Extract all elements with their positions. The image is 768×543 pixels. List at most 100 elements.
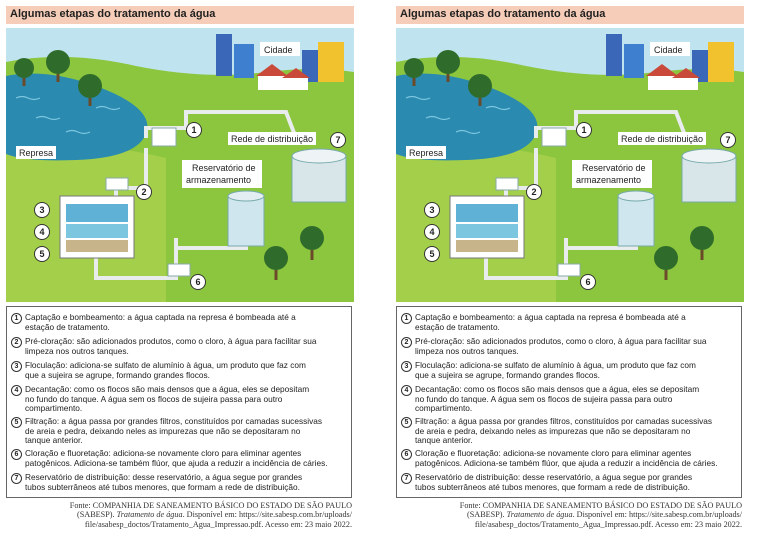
house-roof	[672, 68, 700, 78]
step-marker-6: 6	[190, 274, 206, 290]
svg-text:3: 3	[39, 205, 44, 215]
lake-represa	[396, 73, 538, 161]
chlorination-unit	[105, 177, 129, 191]
step-description: Pré-cloração: são adicionados produtos, …	[25, 336, 347, 356]
house	[674, 78, 698, 90]
building	[318, 42, 344, 82]
step-line: Reservatório de distribuição: desse rese…	[25, 472, 303, 482]
source-line-1: Fonte: COMPANHIA DE SANEAMENTO BÁSICO DO…	[69, 501, 352, 510]
svg-text:1: 1	[581, 125, 586, 135]
source-line-2-prefix: (SABESP).	[467, 510, 507, 520]
step-line: Floculação: adiciona-se sulfato de alumí…	[25, 360, 306, 370]
panel-right: Algumas etapas do tratamento da água Cid…	[396, 0, 756, 543]
svg-text:4: 4	[39, 227, 44, 237]
house	[258, 76, 286, 90]
step-line: Captação e bombeamento: a água captada n…	[25, 312, 296, 322]
step-line: no fundo do tanque. A água sem os flocos…	[415, 393, 673, 404]
reservatorio-label-box	[182, 160, 262, 188]
step-number-badge: 3	[11, 361, 22, 372]
source-line-3: file/asabesp_doctos/Tratamento_Agua_Impr…	[474, 519, 742, 529]
step-marker-1: 1	[576, 122, 592, 138]
step-line: patogênicos. Adiciona-se também flúor, q…	[25, 457, 328, 468]
fluoretacao-unit	[557, 263, 581, 277]
cidade-label-box	[650, 42, 690, 56]
rede-label: Rede de distribuição	[231, 134, 313, 144]
tank-floculacao	[66, 204, 128, 222]
step-line: patogênicos. Adiciona-se também flúor, q…	[415, 457, 718, 468]
step-number-badge: 3	[401, 361, 412, 372]
step-description: Filtração: a água passa por grandes filt…	[415, 416, 737, 446]
reservatorio-label-line2: armazenamento	[576, 175, 641, 185]
building	[692, 50, 708, 82]
step-marker-5: 5	[424, 246, 440, 262]
svg-text:2: 2	[141, 187, 146, 197]
step-marker-7: 7	[720, 132, 736, 148]
reservoir-armazenamento	[617, 195, 655, 247]
step-line: que a sujeira se agrupe, formando grande…	[415, 369, 600, 380]
svg-text:1: 1	[191, 125, 196, 135]
step-description: Decantação: como os flocos são mais dens…	[415, 384, 737, 414]
pipes	[484, 110, 688, 280]
step-description: Captação e bombeamento: a água captada n…	[415, 312, 737, 332]
step-marker-5: 5	[34, 246, 50, 262]
house-roof	[646, 64, 678, 76]
step-marker-3: 3	[424, 202, 440, 218]
house	[648, 76, 676, 90]
reservatorio-label-box	[572, 160, 652, 188]
source-line-2-suffix: . Disponível em: https://site.sabesp.com…	[182, 510, 352, 520]
fluoretacao-unit	[167, 263, 191, 277]
cidade-label-box	[260, 42, 300, 56]
house-roof	[282, 68, 310, 78]
source-line-2-suffix: . Disponível em: https://site.sabesp.com…	[572, 510, 742, 520]
step-line: Pré-cloração: são adicionados produtos, …	[415, 336, 707, 346]
step-description: Floculação: adiciona-se sulfato de alumí…	[415, 360, 737, 380]
reservoir-distribuicao	[681, 155, 737, 203]
step-description: Pré-cloração: são adicionados produtos, …	[415, 336, 737, 356]
step-line: estação de tratamento.	[25, 321, 110, 332]
step-marker-4: 4	[424, 224, 440, 240]
source-line-2-prefix: (SABESP).	[77, 510, 117, 520]
step-description: Decantação: como os flocos são mais dens…	[25, 384, 347, 414]
rede-label: Rede de distribuição	[621, 134, 703, 144]
step-description: Floculação: adiciona-se sulfato de alumí…	[25, 360, 347, 380]
cidade-label: Cidade	[264, 45, 293, 55]
represa-label: Represa	[409, 148, 443, 158]
svg-text:6: 6	[585, 277, 590, 287]
step-line: Filtração: a água passa por grandes filt…	[25, 416, 322, 426]
tree-trunks	[412, 74, 704, 280]
step-description: Cloração e fluoretação: adiciona-se nova…	[415, 448, 737, 468]
building	[234, 44, 254, 78]
svg-text:4: 4	[429, 227, 434, 237]
step-number-badge: 5	[401, 417, 412, 428]
source-line-2-italic: Tratamento de água	[506, 510, 573, 520]
figure-title: Algumas etapas do tratamento da água	[400, 8, 606, 20]
svg-text:6: 6	[195, 277, 200, 287]
step-description: Reservatório de distribuição: desse rese…	[415, 472, 737, 492]
reservatorio-label-line1: Reservatório de	[582, 163, 646, 173]
title-bar: Algumas etapas do tratamento da água	[396, 6, 744, 24]
step-marker-1: 1	[186, 122, 202, 138]
step-line: Decantação: como os flocos são mais dens…	[25, 384, 310, 394]
source-line-1: Fonte: COMPANHIA DE SANEAMENTO BÁSICO DO…	[459, 501, 742, 510]
tank-floculacao	[456, 204, 518, 222]
step-number-badge: 2	[401, 337, 412, 348]
svg-text:2: 2	[531, 187, 536, 197]
represa-label-box	[16, 146, 56, 159]
building	[606, 34, 622, 76]
step-line: no fundo do tanque. A água sem os flocos…	[25, 393, 283, 404]
step-number-badge: 7	[11, 473, 22, 484]
rede-label-box	[618, 132, 706, 145]
step-description: Captação e bombeamento: a água captada n…	[25, 312, 347, 332]
step-number-badge: 6	[401, 449, 412, 460]
step-line: limpeza nos outros tanques.	[25, 345, 129, 356]
tank-filtracao	[456, 240, 518, 252]
step-number-badge: 5	[11, 417, 22, 428]
svg-text:7: 7	[725, 135, 730, 145]
step-line: Filtração: a água passa por grandes filt…	[415, 416, 712, 426]
tank-filtracao	[66, 240, 128, 252]
step-line: tanque anterior.	[415, 435, 473, 446]
reservatorio-label-line1: Reservatório de	[192, 163, 256, 173]
